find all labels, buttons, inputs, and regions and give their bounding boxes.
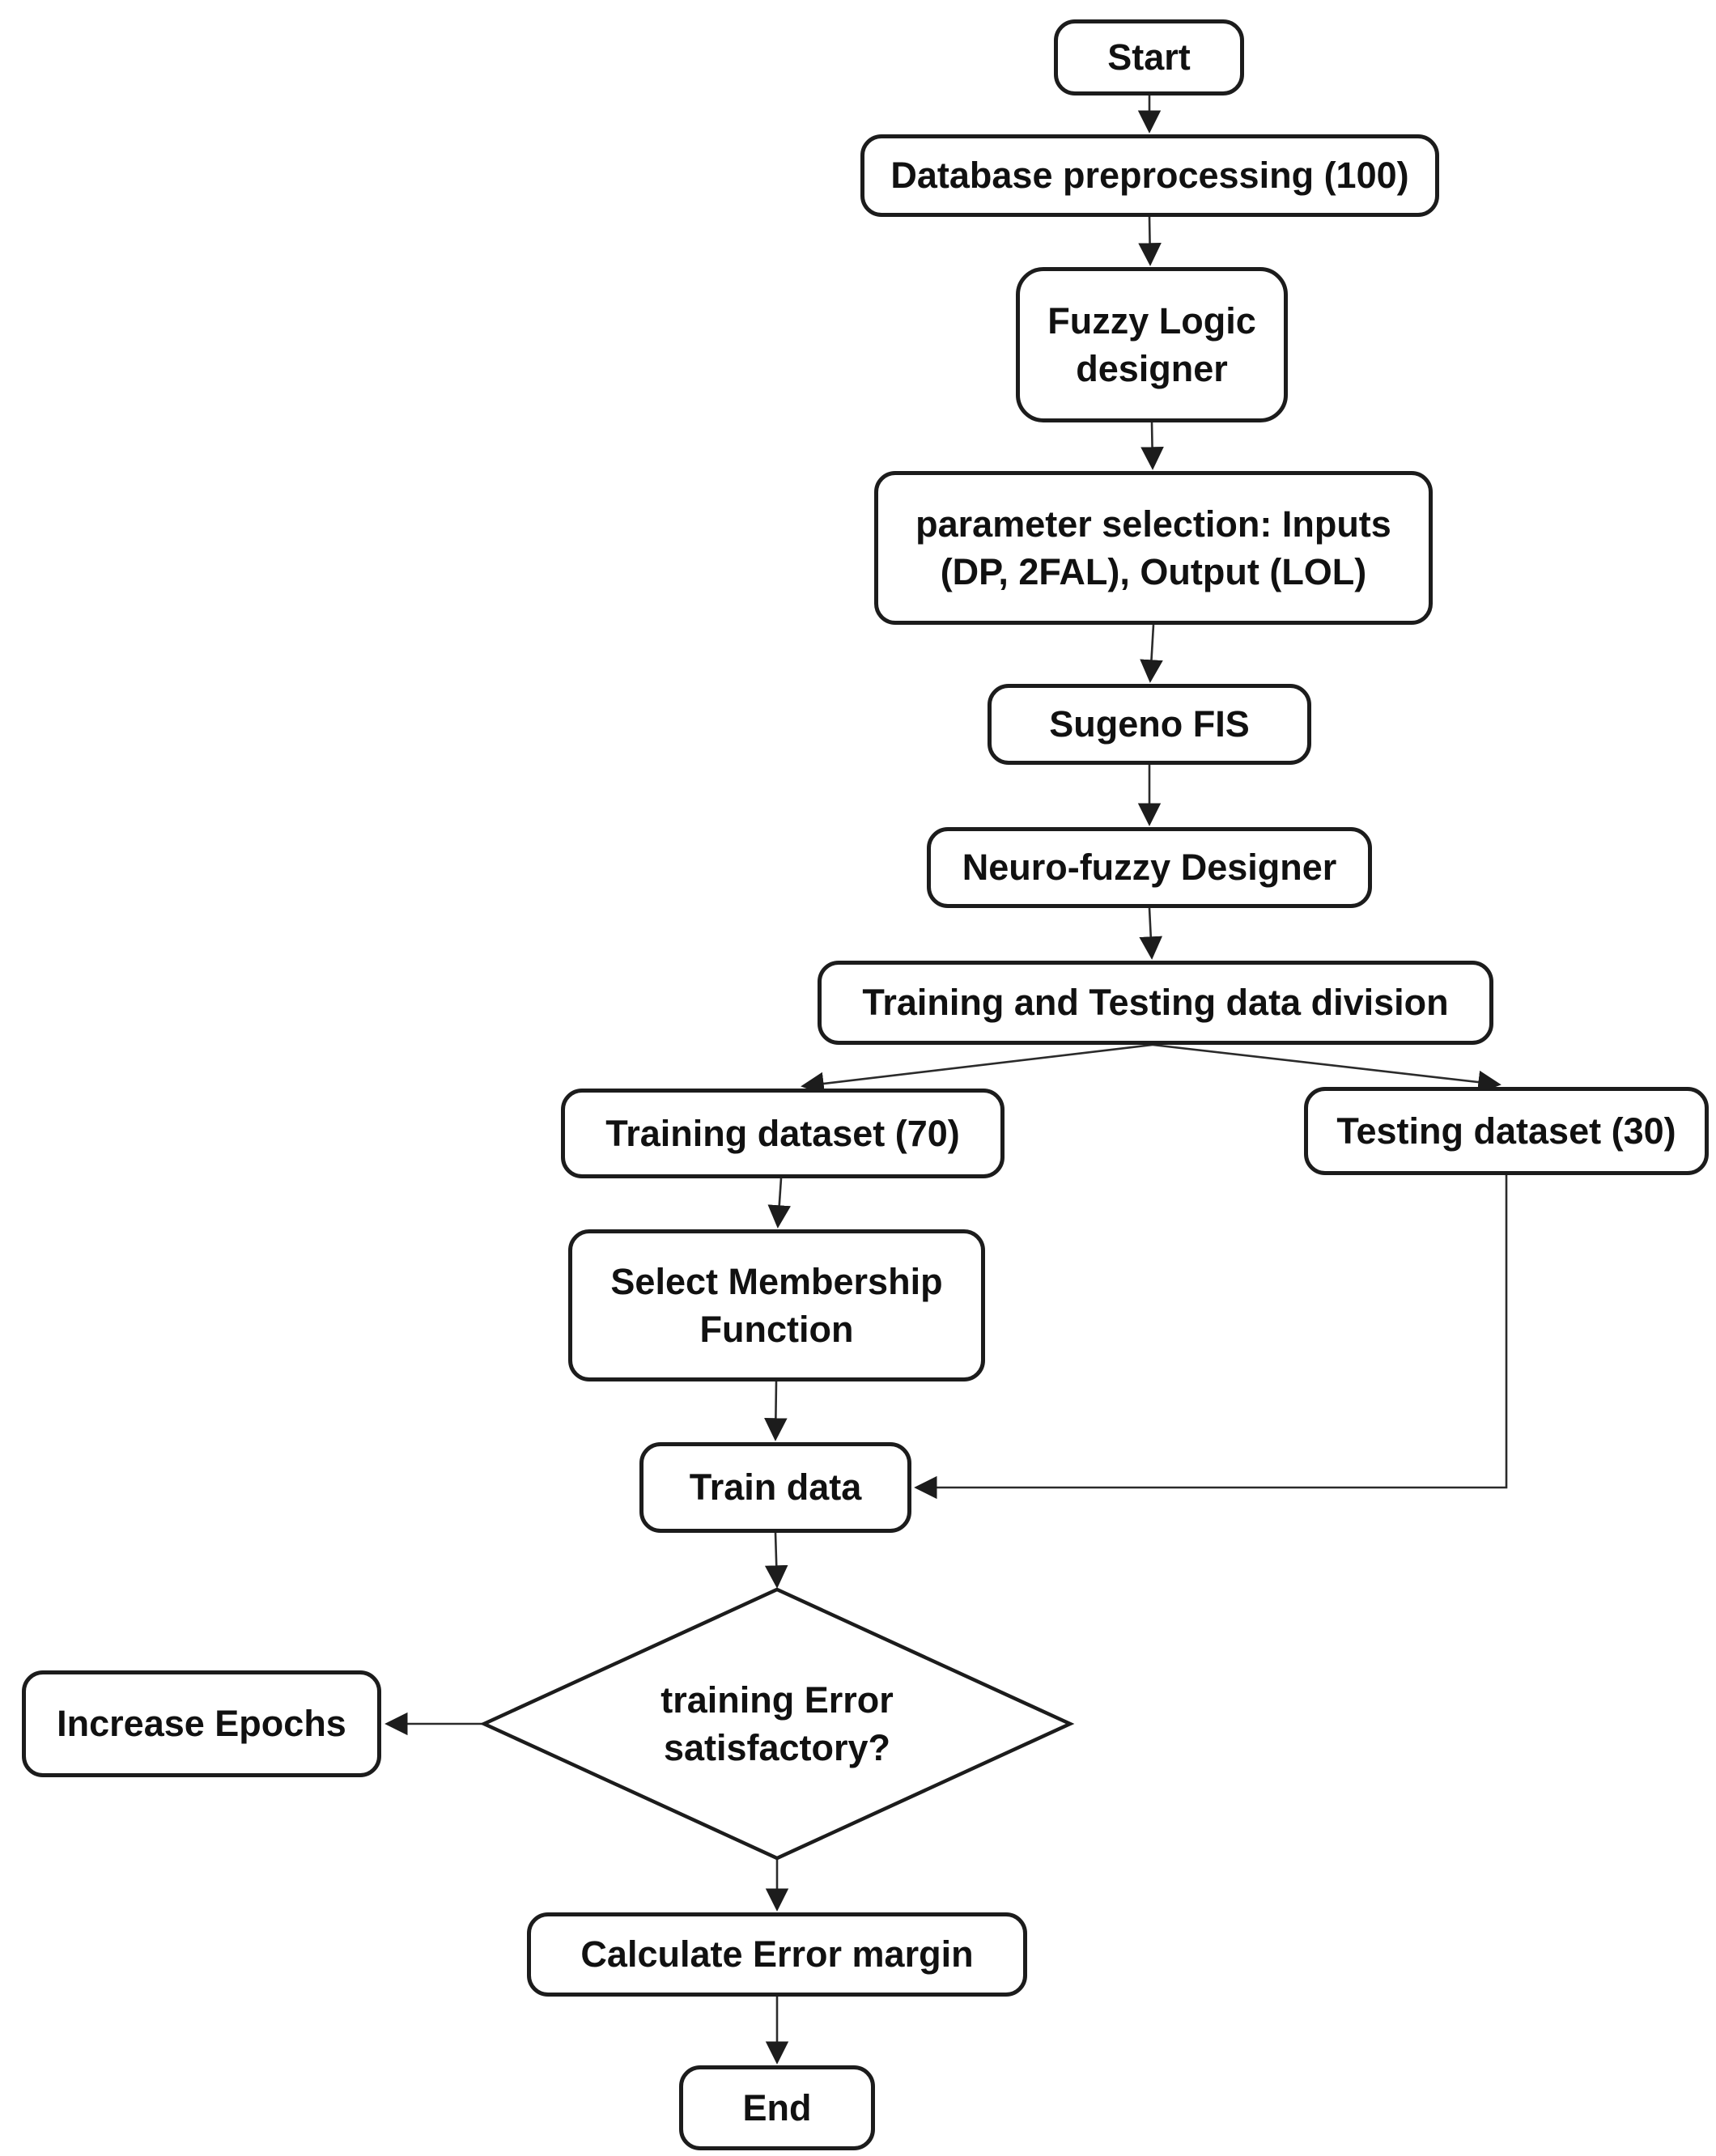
- node-start: Start: [1054, 19, 1244, 95]
- node-data-division: Training and Testing data division: [818, 961, 1493, 1045]
- edge-division-training: [801, 1043, 1153, 1096]
- edge-neuro-division: [1139, 907, 1163, 960]
- node-select-membership-function: Select Membership Function: [568, 1229, 985, 1381]
- edge-testing-traindata: [914, 1175, 1508, 1500]
- edge-training-selectmf: [767, 1178, 792, 1229]
- node-testing-dataset: Testing dataset (30): [1304, 1087, 1709, 1175]
- node-training-dataset: Training dataset (70): [561, 1089, 1005, 1178]
- decision-label: training Error satisfactory?: [660, 1679, 894, 1768]
- node-increase-epochs: Increase Epochs: [22, 1670, 381, 1777]
- node-train-data: Train data: [639, 1442, 911, 1533]
- node-sugeno-fis: Sugeno FIS: [988, 684, 1311, 765]
- node-neuro-fuzzy-designer: Neuro-fuzzy Designer: [927, 827, 1372, 908]
- edge-traindata-decision: [764, 1532, 788, 1589]
- edge-division-testing: [1152, 1043, 1502, 1094]
- edge-param-sugeno: [1140, 624, 1163, 683]
- edge-fuzzy-param: [1140, 422, 1164, 470]
- node-end: End: [679, 2065, 875, 2150]
- edge-database-fuzzy: [1138, 216, 1162, 266]
- node-database-preprocessing: Database preprocessing (100): [860, 134, 1439, 217]
- decision-diamond: [479, 1587, 1075, 1861]
- node-fuzzy-logic-designer: Fuzzy Logic designer: [1016, 267, 1288, 422]
- edge-selectmf-traindata: [764, 1381, 788, 1441]
- node-calculate-error-margin: Calculate Error margin: [527, 1912, 1027, 1997]
- node-parameter-selection: parameter selection: Inputs (DP, 2FAL), …: [874, 471, 1433, 625]
